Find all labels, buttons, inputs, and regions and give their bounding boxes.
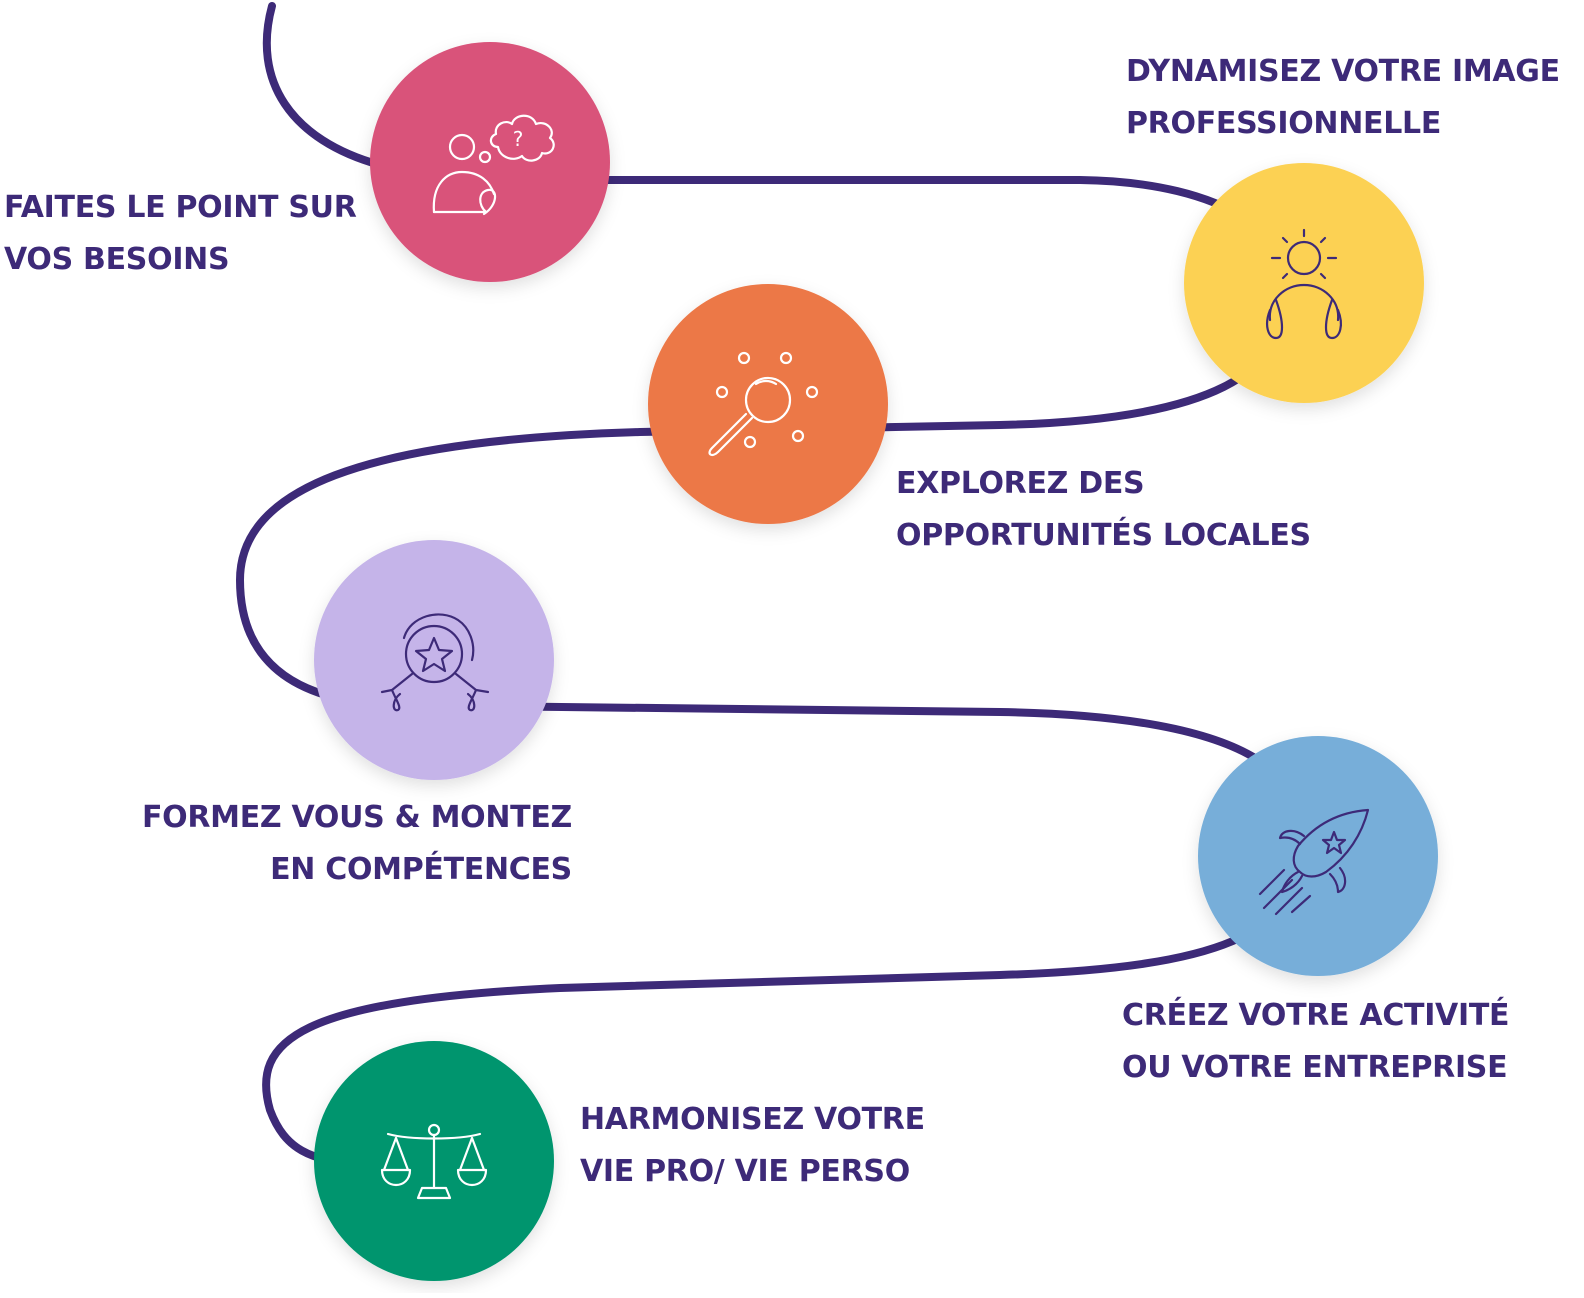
- step-1-label: FAITES LE POINT SUR VOS BESOINS: [4, 182, 357, 286]
- step-5-label: CRÉEZ VOTRE ACTIVITÉ OU VOTRE ENTREPRISE: [1122, 990, 1510, 1094]
- step-4-line1: FORMEZ VOUS & MONTEZ: [141, 800, 572, 835]
- step-6-label: HARMONISEZ VOTRE VIE PRO/ VIE PERSO: [580, 1094, 925, 1198]
- balance-scale-icon: [380, 1123, 488, 1200]
- step-2-label: DYNAMISEZ VOTRE IMAGE PROFESSIONNELLE: [1126, 46, 1560, 150]
- step-5-node: [1198, 736, 1438, 976]
- step-2-circle: [1184, 163, 1424, 403]
- step-3-node: [648, 284, 888, 524]
- svg-text:?: ?: [513, 127, 524, 151]
- step-1-circle: [370, 42, 610, 282]
- magnifier-icon: [708, 351, 819, 457]
- step-5-circle: [1198, 736, 1438, 976]
- medal-icon: [380, 613, 490, 712]
- step-2-line2: PROFESSIONNELLE: [1126, 106, 1442, 141]
- step-5-line1: CRÉEZ VOTRE ACTIVITÉ: [1122, 998, 1510, 1033]
- step-6-line2: VIE PRO/ VIE PERSO: [580, 1154, 910, 1189]
- step-3-line2: OPPORTUNITÉS LOCALES: [896, 518, 1311, 553]
- step-3-circle: [648, 284, 888, 524]
- step-6-node: [314, 1041, 554, 1281]
- step-4-label: FORMEZ VOUS & MONTEZ EN COMPÉTENCES: [142, 792, 572, 896]
- step-2-node: [1184, 163, 1424, 403]
- step-1-line2: VOS BESOINS: [4, 242, 230, 277]
- step-5-line2: OU VOTRE ENTREPRISE: [1122, 1050, 1508, 1085]
- step-2-line1: DYNAMISEZ VOTRE IMAGE: [1126, 54, 1560, 89]
- step-4-node: [314, 540, 554, 780]
- step-4-circle: [314, 540, 554, 780]
- step-1-line1: FAITES LE POINT SUR: [4, 190, 357, 225]
- step-6-line1: HARMONISEZ VOTRE: [580, 1102, 925, 1137]
- step-3-line1: EXPLOREZ DES: [896, 466, 1145, 501]
- thinking-person-icon: ?: [432, 114, 555, 216]
- journey-path: [235, 2, 1307, 1169]
- step-1-node: ?: [370, 42, 610, 282]
- rocket-icon: [1258, 808, 1370, 916]
- step-3-label: EXPLOREZ DES OPPORTUNITÉS LOCALES: [896, 458, 1311, 562]
- shining-person-icon: [1266, 228, 1342, 340]
- step-4-line2: EN COMPÉTENCES: [270, 852, 572, 887]
